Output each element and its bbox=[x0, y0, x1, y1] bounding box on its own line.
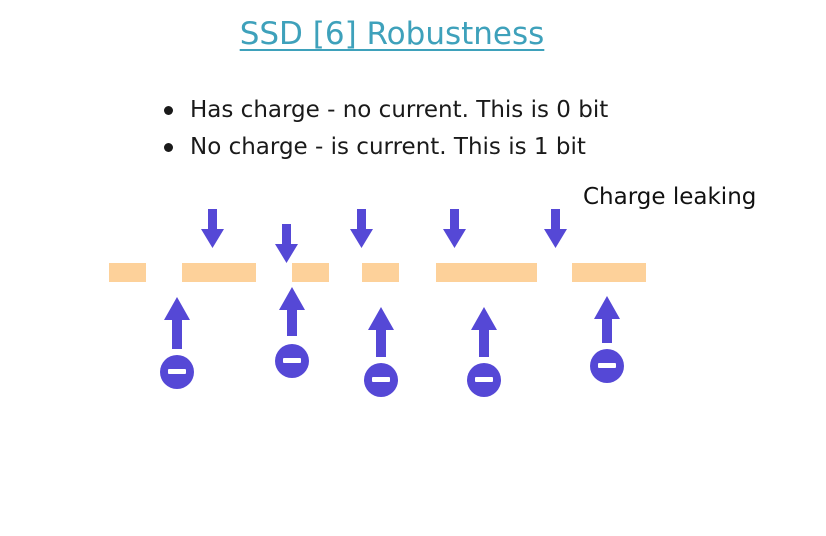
charge-leaking-label: Charge leaking bbox=[583, 184, 757, 210]
cell-block bbox=[609, 263, 646, 282]
arrow-up-icon bbox=[594, 296, 620, 343]
cell-block bbox=[473, 263, 510, 282]
arrow-down-icon bbox=[443, 209, 466, 248]
cell-block bbox=[292, 263, 329, 282]
electron-minus-icon bbox=[364, 363, 398, 397]
bullet-list: Has charge - no current. This is 0 bit N… bbox=[160, 92, 608, 166]
bullet-dot-icon bbox=[164, 106, 173, 115]
arrow-up-icon bbox=[368, 307, 394, 357]
arrow-down-icon bbox=[544, 209, 567, 248]
arrow-down-icon bbox=[201, 209, 224, 248]
arrow-down-icon bbox=[350, 209, 373, 248]
cell-row bbox=[109, 263, 646, 282]
cell-block bbox=[510, 263, 537, 282]
cell-block bbox=[436, 263, 473, 282]
cell-block bbox=[182, 263, 219, 282]
electron-minus-icon bbox=[467, 363, 501, 397]
cell-block bbox=[572, 263, 609, 282]
electron-minus-icon bbox=[590, 349, 624, 383]
electrons bbox=[160, 344, 624, 397]
bullet-text: No charge - is current. This is 1 bit bbox=[190, 134, 586, 160]
cell-block bbox=[362, 263, 399, 282]
leak-arrows bbox=[201, 209, 567, 263]
bullet-text: Has charge - no current. This is 0 bit bbox=[190, 97, 609, 123]
cell-block bbox=[219, 263, 256, 282]
bullet-item: Has charge - no current. This is 0 bit bbox=[160, 92, 608, 129]
arrow-down-icon bbox=[275, 224, 298, 263]
slide-title: SSD [6] Robustness bbox=[239, 16, 545, 52]
arrow-up-icon bbox=[471, 307, 497, 357]
arrow-up-icon bbox=[279, 287, 305, 336]
cell-block bbox=[109, 263, 146, 282]
electron-minus-icon bbox=[275, 344, 309, 378]
bullet-dot-icon bbox=[164, 143, 173, 152]
current-arrows bbox=[164, 287, 620, 357]
electron-minus-icon bbox=[160, 355, 194, 389]
arrow-up-icon bbox=[164, 297, 190, 349]
bullet-item: No charge - is current. This is 1 bit bbox=[160, 129, 608, 166]
